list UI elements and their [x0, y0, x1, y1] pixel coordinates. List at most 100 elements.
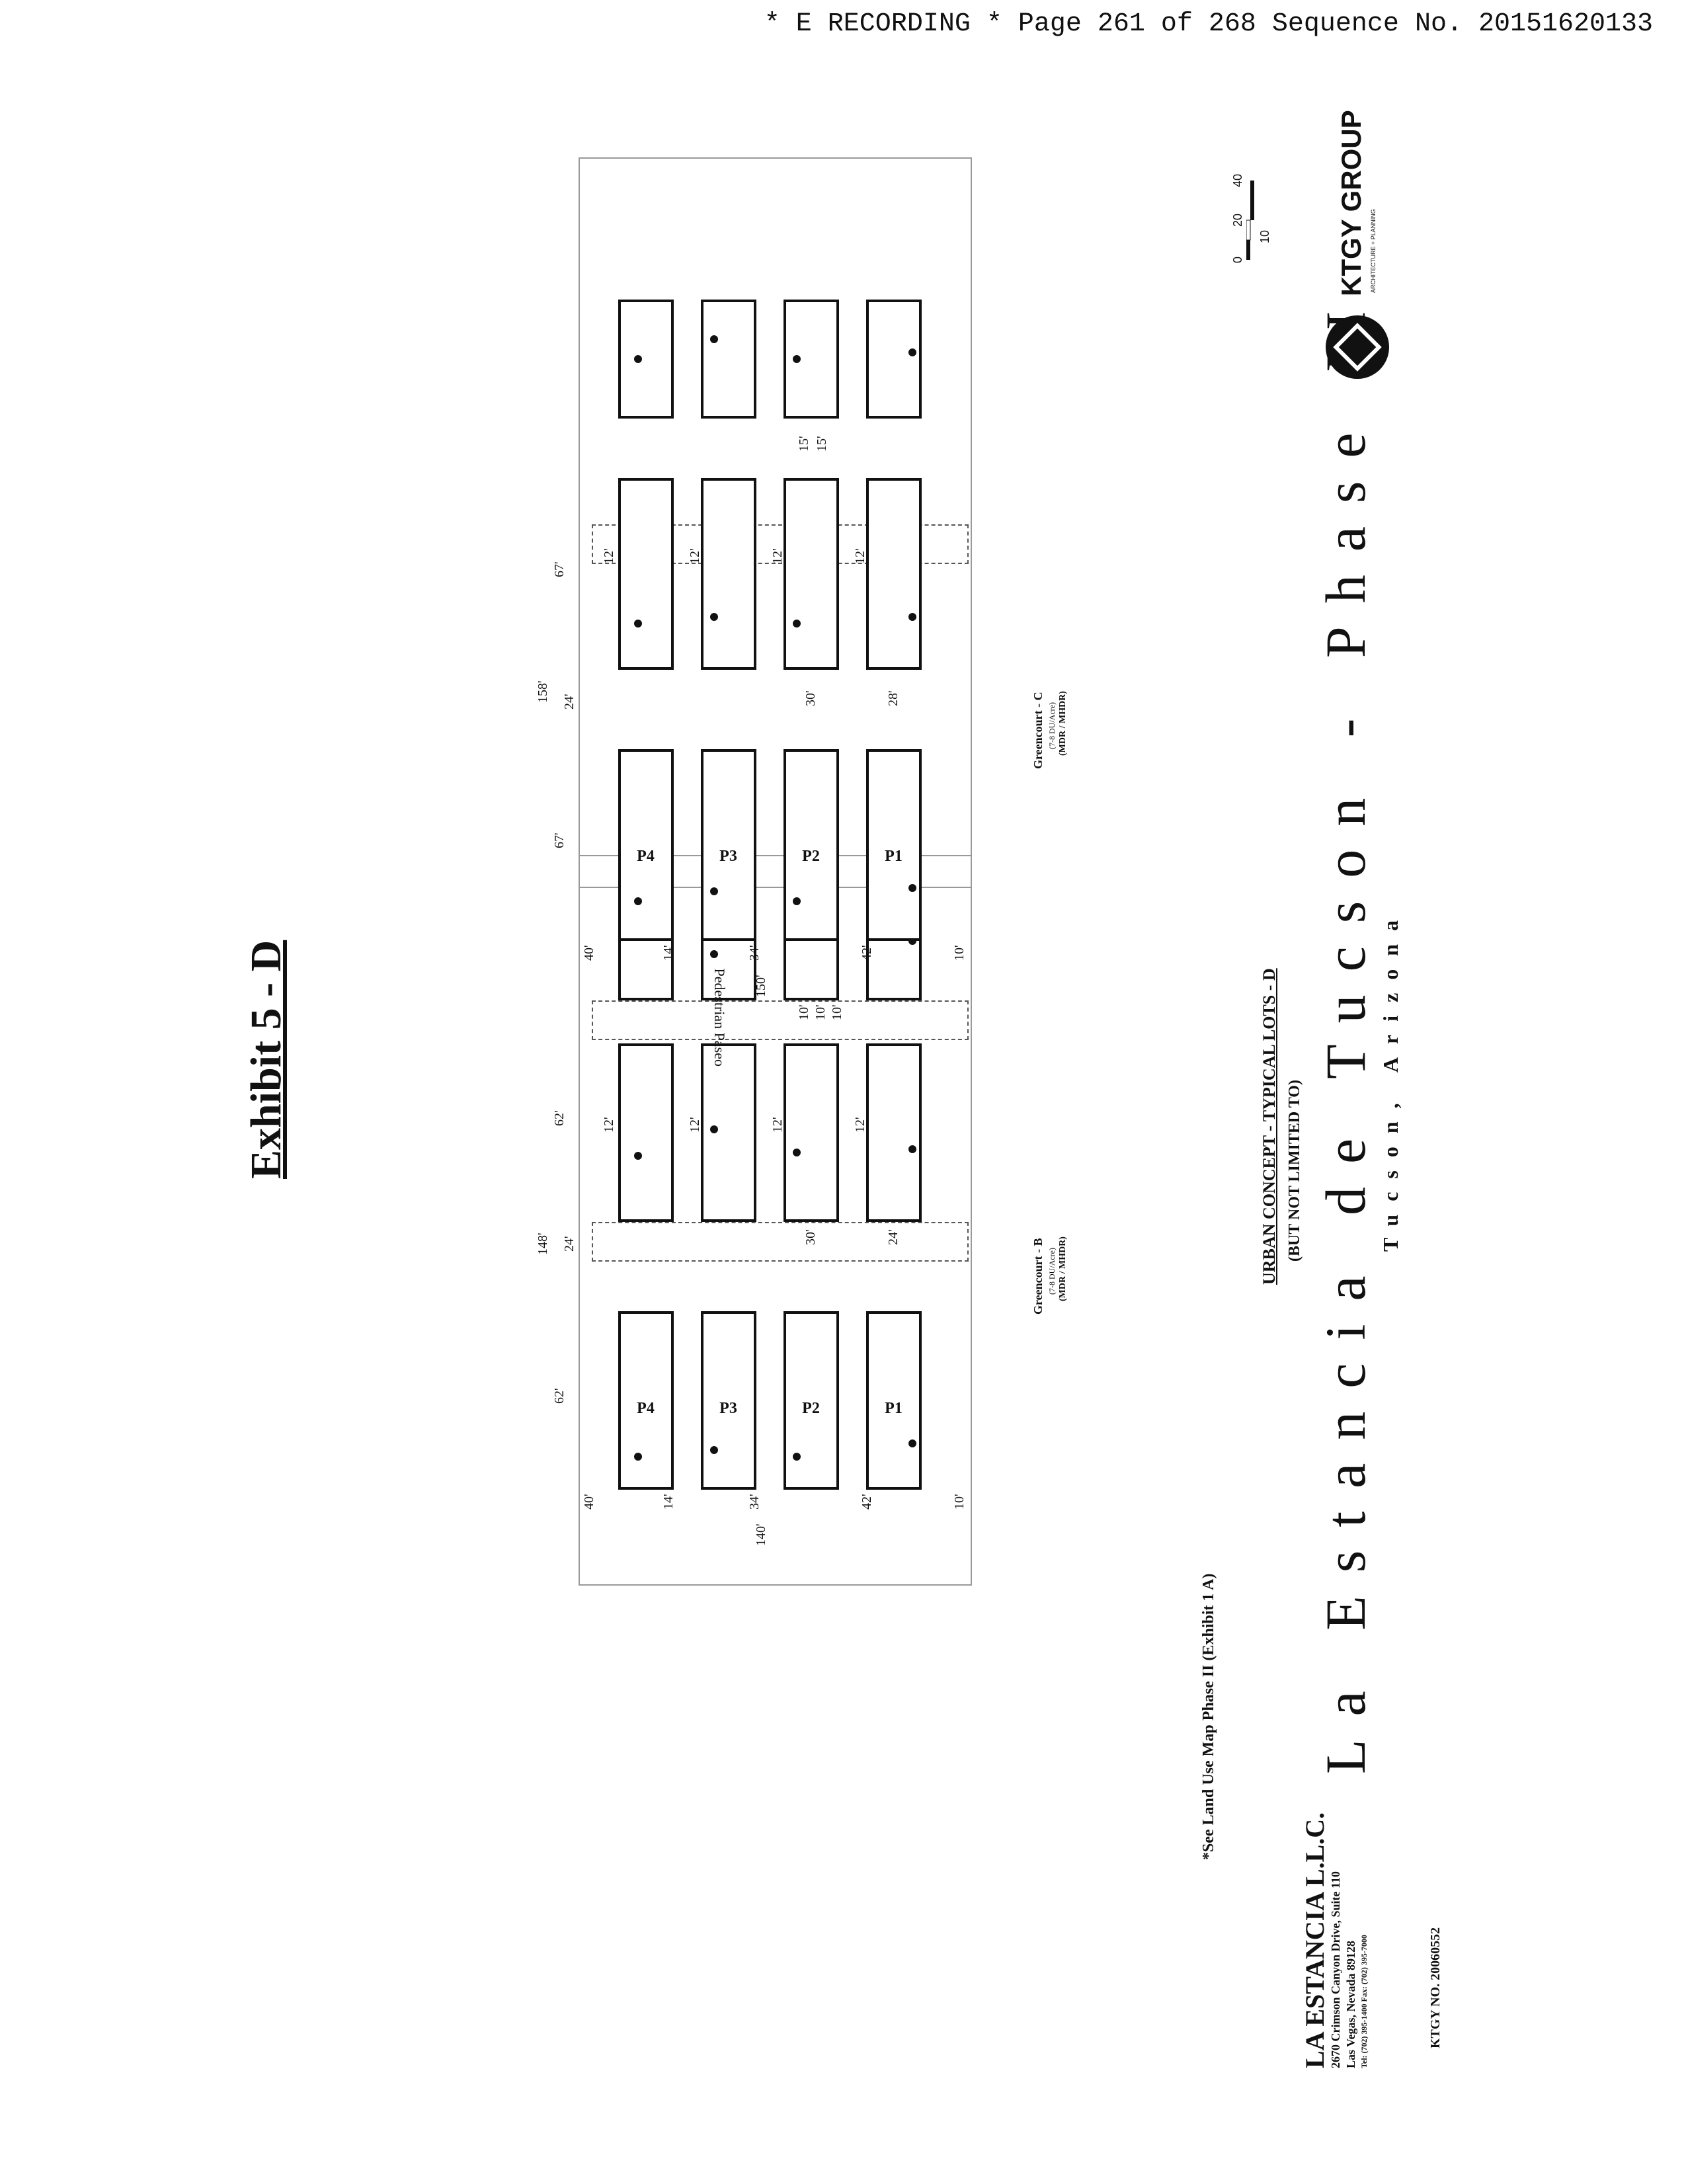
depth-dim: 67'	[552, 561, 567, 577]
depth-total-dim: 148'	[536, 1233, 550, 1255]
recording-header: * E RECORDING * Page 261 of 268 Sequence…	[764, 9, 1653, 39]
lot-middle	[701, 1043, 756, 1222]
lot-marker	[634, 1453, 642, 1461]
scale-label: 10	[1258, 229, 1271, 243]
width-dim: 14'	[661, 945, 676, 961]
depth-dim: 62'	[552, 1388, 567, 1404]
greencourt-title: Greencourt - B	[1031, 1238, 1045, 1314]
project-title: La Estancia de Tucson - Phase II	[1314, 288, 1377, 1774]
scale-bar	[1246, 181, 1254, 260]
lot-marker	[710, 887, 718, 895]
lot-marker	[710, 950, 718, 958]
misc-dim: 10'	[797, 1004, 811, 1020]
lot-p2: P2	[783, 1311, 839, 1490]
lot-middle	[783, 1043, 839, 1222]
lot-label: P4	[637, 848, 655, 866]
scale-label: 40	[1231, 173, 1244, 187]
lot-middle	[866, 478, 922, 670]
lot-marker	[710, 335, 718, 343]
width-dim: 42'	[860, 945, 874, 961]
developer-name: LA ESTANCIA L.L.C.	[1300, 1812, 1330, 2068]
greencourt-zoning: (MDR / MHDR)	[1058, 691, 1068, 756]
total-width-dim: 150'	[754, 975, 768, 997]
lot-rear	[866, 300, 922, 419]
lot-marker	[634, 1152, 642, 1160]
lot-marker	[908, 613, 916, 621]
lot-label: P1	[885, 848, 903, 866]
width-dim: 34'	[747, 945, 762, 961]
developer-address-2: Las Vegas, Nevada 89128	[1344, 1940, 1357, 2068]
land-use-note: *See Land Use Map Phase II (Exhibit 1 A)	[1200, 1573, 1217, 1860]
lot-middle	[783, 478, 839, 670]
depth-total-dim: 158'	[536, 680, 550, 703]
lot-p3: P3	[701, 1311, 756, 1490]
concept-title: URBAN CONCEPT - TYPICAL LOTS - D	[1260, 968, 1279, 1285]
depth-dim: 24'	[562, 1236, 577, 1252]
inner-dim: 12'	[853, 548, 867, 564]
misc-dim: 10'	[830, 1004, 844, 1020]
paseo-strip	[592, 1000, 969, 1040]
depth-dim: 62'	[552, 1110, 567, 1126]
lot-label: P2	[802, 848, 820, 866]
developer-phone: Tel: (702) 395-1400 Fax: (702) 395-7000	[1359, 1935, 1369, 2068]
lot-p1: P1	[866, 749, 922, 941]
width-dim: 40'	[582, 1494, 596, 1510]
paseo-label: Pedestrian Paseo	[711, 968, 728, 1067]
lot-rear	[783, 300, 839, 419]
misc-dim: 30'	[803, 1229, 818, 1245]
ktgy-number: KTGY NO. 20060552	[1428, 1927, 1443, 2048]
ktgy-tagline: ARCHITECTURE + PLANNING	[1370, 209, 1377, 293]
width-dim: 14'	[661, 1494, 676, 1510]
inner-dim: 12'	[853, 1117, 867, 1133]
lot-label: P3	[719, 1400, 737, 1418]
lot-marker	[793, 620, 801, 627]
lot-p1: P1	[866, 1311, 922, 1490]
lot-middle	[701, 478, 756, 670]
scale-label: 0	[1231, 256, 1244, 263]
lot-middle	[618, 478, 674, 670]
misc-dim: 24'	[886, 1229, 901, 1245]
width-dim: 40'	[582, 945, 596, 961]
lot-middle	[618, 1043, 674, 1222]
width-dim: 10'	[952, 945, 967, 961]
misc-dim: 28'	[886, 690, 901, 706]
ktgy-group-name: KTGY GROUP	[1336, 110, 1367, 296]
lot-rear	[701, 300, 756, 419]
width-dim: 42'	[860, 1494, 874, 1510]
lot-marker	[793, 355, 801, 363]
concept-subtitle: (BUT NOT LIMITED TO)	[1286, 1080, 1303, 1262]
lot-middle	[866, 1043, 922, 1222]
inner-dim: 12'	[770, 1117, 785, 1133]
depth-dim: 24'	[562, 694, 577, 709]
misc-dim: 15'	[797, 436, 811, 452]
developer-address-1: 2670 Crimson Canyon Drive, Suite 110	[1329, 1871, 1342, 2068]
lot-p3: P3	[701, 749, 756, 941]
lot-marker	[634, 897, 642, 905]
lot-marker	[908, 348, 916, 356]
misc-dim: 30'	[803, 690, 818, 706]
greencourt-density: (7-8 DU/Acre)	[1047, 1248, 1057, 1295]
lot-p4: P4	[618, 1311, 674, 1490]
lot-marker	[710, 1125, 718, 1133]
width-dim: 10'	[952, 1494, 967, 1510]
lot-marker	[793, 1453, 801, 1461]
lot-marker	[908, 884, 916, 892]
lot-marker	[908, 1439, 916, 1447]
width-dim: 34'	[747, 1494, 762, 1510]
lot-rear	[618, 300, 674, 419]
drive-aisle	[592, 1222, 969, 1262]
greencourt-zoning: (MDR / MHDR)	[1058, 1236, 1068, 1301]
ktgy-logo-icon	[1326, 315, 1389, 379]
project-location: Tucson, Arizona	[1379, 907, 1402, 1252]
lot-label: P4	[637, 1400, 655, 1418]
total-width-dim: 140'	[754, 1523, 768, 1546]
lot-marker	[710, 1446, 718, 1454]
lot-marker	[634, 620, 642, 627]
inner-dim: 12'	[602, 548, 616, 564]
lot-p4: P4	[618, 749, 674, 941]
inner-dim: 12'	[770, 548, 785, 564]
lot-marker	[634, 355, 642, 363]
lot-marker	[908, 1145, 916, 1153]
greencourt-title: Greencourt - C	[1031, 692, 1045, 769]
